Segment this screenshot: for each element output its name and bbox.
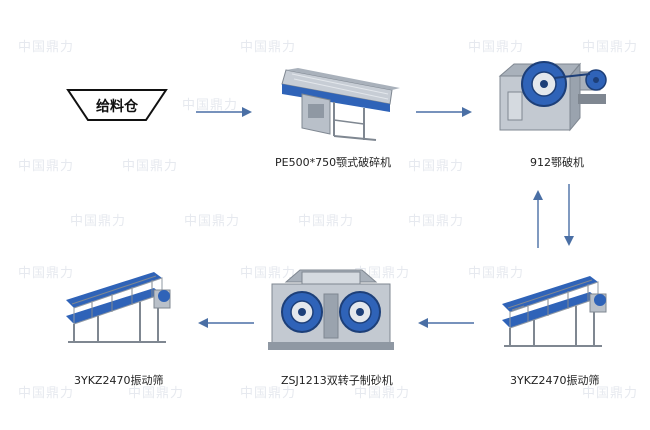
jaw-crusher-label: 912鄂破机 bbox=[530, 156, 584, 169]
watermark: 中国鼎力 bbox=[298, 214, 355, 229]
hopper-shape bbox=[66, 89, 168, 121]
vibrating-feeder-machine bbox=[281, 68, 400, 141]
watermark: 中国鼎力 bbox=[408, 214, 465, 229]
watermark: 中国鼎力 bbox=[468, 266, 525, 281]
watermark: 中国鼎力 bbox=[70, 214, 127, 229]
watermark: 中国鼎力 bbox=[240, 40, 297, 55]
watermark: 中国鼎力 bbox=[240, 266, 297, 281]
vibrating-screen-left-machine bbox=[66, 272, 171, 343]
sand-maker-label: ZSJ1213双转子制砂机 bbox=[281, 374, 393, 387]
watermark: 中国鼎力 bbox=[122, 159, 179, 174]
vibrating-screen-right-label: 3YKZ2470振动筛 bbox=[510, 374, 600, 387]
watermark: 中国鼎力 bbox=[182, 98, 239, 113]
watermark: 中国鼎力 bbox=[354, 386, 411, 401]
watermark: 中国鼎力 bbox=[18, 159, 75, 174]
vibrating-feeder-label: PE500*750颚式破碎机 bbox=[275, 156, 392, 169]
arrow-left-2 bbox=[198, 318, 254, 328]
watermark: 中国鼎力 bbox=[18, 40, 75, 55]
watermark: 中国鼎力 bbox=[128, 386, 185, 401]
jaw-crusher-machine bbox=[498, 61, 607, 132]
arrow-right-1 bbox=[196, 107, 252, 117]
sand-maker-machine bbox=[268, 269, 394, 350]
vibrating-screen-left-label: 3YKZ2470振动筛 bbox=[74, 374, 164, 387]
watermark: 中国鼎力 bbox=[582, 386, 639, 401]
watermark: 中国鼎力 bbox=[18, 386, 75, 401]
arrow-right-2 bbox=[416, 107, 472, 117]
watermark: 中国鼎力 bbox=[408, 159, 465, 174]
watermark: 中国鼎力 bbox=[582, 40, 639, 55]
watermark: 中国鼎力 bbox=[184, 214, 241, 229]
watermark: 中国鼎力 bbox=[468, 40, 525, 55]
arrow-left-1 bbox=[418, 318, 474, 328]
hopper-label: 给料仓 bbox=[96, 99, 138, 115]
watermark: 中国鼎力 bbox=[240, 386, 297, 401]
watermark: 中国鼎力 bbox=[18, 266, 75, 281]
vibrating-screen-right-machine bbox=[502, 276, 607, 347]
arrow-up bbox=[533, 190, 543, 248]
arrow-down bbox=[564, 184, 574, 246]
